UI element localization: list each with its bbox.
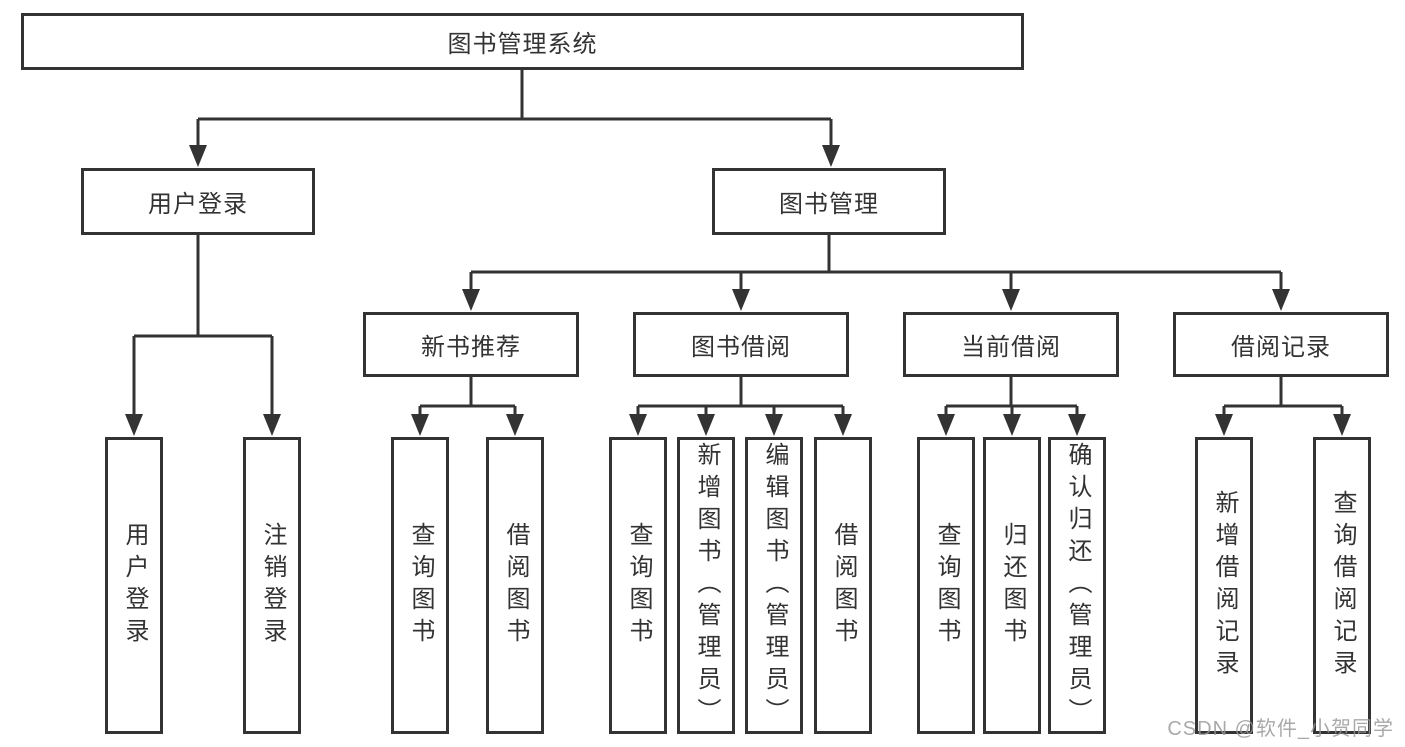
csdn-watermark: CSDN @软件_小贺同学 <box>1167 718 1394 740</box>
leaf-query-books-current: 查询图书 <box>917 437 975 734</box>
node-book-borrowing: 图书借阅 <box>633 312 849 377</box>
leaf-add-book-admin: 新增图书（管理员） <box>677 437 735 734</box>
node-user-login: 用户登录 <box>81 168 315 235</box>
node-system: 图书管理系统 <box>21 13 1024 70</box>
leaf-query-books-borrowing: 查询图书 <box>609 437 667 734</box>
leaf-query-borrow-record: 查询借阅记录 <box>1313 437 1371 734</box>
leaf-return-book: 归还图书 <box>983 437 1041 734</box>
leaf-query-books-recommend: 查询图书 <box>391 437 449 734</box>
leaf-add-borrow-record: 新增借阅记录 <box>1195 437 1253 734</box>
leaf-borrow-books-recommend: 借阅图书 <box>486 437 544 734</box>
leaf-logout: 注销登录 <box>243 437 301 734</box>
leaf-edit-book-admin: 编辑图书（管理员） <box>745 437 803 734</box>
leaf-borrow-books-borrowing: 借阅图书 <box>814 437 872 734</box>
leaf-user-login: 用户登录 <box>105 437 163 734</box>
node-book-management: 图书管理 <box>712 168 946 235</box>
leaf-confirm-return-admin: 确认归还（管理员） <box>1048 437 1106 734</box>
arrowheads <box>125 145 1351 436</box>
node-current-borrowing: 当前借阅 <box>903 312 1119 377</box>
node-new-book-recommend: 新书推荐 <box>363 312 579 377</box>
node-borrow-records: 借阅记录 <box>1173 312 1389 377</box>
